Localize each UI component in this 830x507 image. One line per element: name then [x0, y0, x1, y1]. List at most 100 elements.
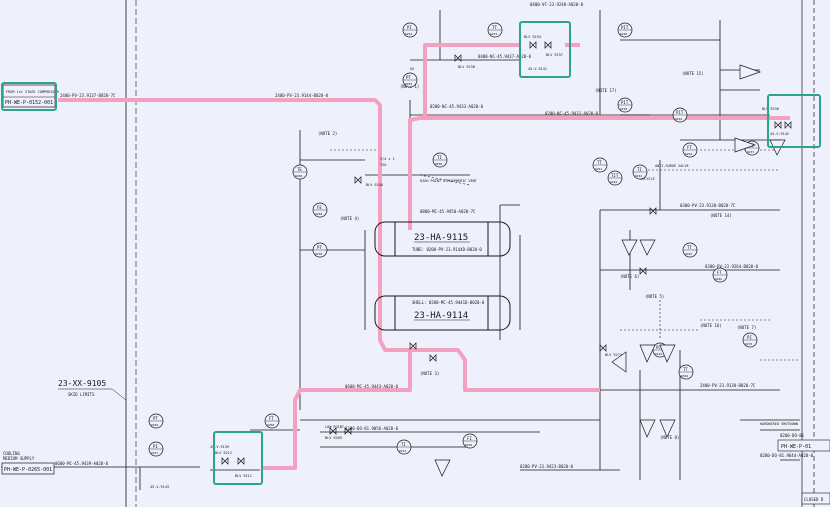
- svg-text:XS: XS: [410, 67, 414, 71]
- svg-text:9270: 9270: [745, 342, 752, 346]
- svg-text:FI: FI: [467, 436, 472, 441]
- svg-text:9245: 9245: [685, 252, 692, 256]
- svg-text:PCV: PCV: [656, 345, 664, 350]
- svg-text:PIT: PIT: [676, 110, 684, 115]
- instrument-bubble: FI 9250: [462, 433, 478, 449]
- valve-symbols: [221, 41, 792, 465]
- svg-text:BLV 9238: BLV 9238: [458, 65, 475, 69]
- svg-text:9238: 9238: [315, 252, 322, 256]
- svg-text:PI: PI: [747, 335, 752, 340]
- svg-text:PH-WE-P-01: PH-WE-P-01: [781, 444, 811, 450]
- svg-text:PI: PI: [407, 25, 412, 30]
- svg-text:45-V-9141: 45-V-9141: [528, 67, 547, 71]
- svg-text:0200-PV-23.9423-B020-0: 0200-PV-23.9423-B020-0: [520, 464, 574, 469]
- svg-text:9258: 9258: [267, 423, 274, 427]
- svg-text:FT: FT: [717, 270, 722, 275]
- svg-text:PIT: PIT: [621, 25, 629, 30]
- svg-text:FE: FE: [317, 205, 322, 210]
- svg-text:(NOTE 3): (NOTE 3): [420, 371, 439, 376]
- instrument-bubble: PIT 9248: [617, 22, 633, 38]
- svg-text:9254: 9254: [405, 32, 412, 36]
- svg-text:TIT: TIT: [611, 173, 619, 178]
- svg-text:CLOSED D: CLOSED D: [804, 497, 824, 502]
- svg-text:9238: 9238: [620, 107, 627, 111]
- offpage-cooling: COOLING MEDIUM SUPPLY PH-WE-P-0265-001: [1, 451, 55, 475]
- svg-text:0200-DO-81.9644-A020-0: 0200-DO-81.9644-A020-0: [760, 453, 814, 458]
- instrument-bubble: FT 9246: [712, 267, 728, 283]
- svg-text:23-XX-9105: 23-XX-9105: [58, 379, 106, 388]
- svg-text:TE: TE: [297, 167, 302, 172]
- svg-text:0600-MC-45.9439-A020-0: 0600-MC-45.9439-A020-0: [55, 461, 109, 466]
- svg-text:(NOTE 14): (NOTE 14): [710, 213, 732, 218]
- svg-text:9251: 9251: [490, 32, 497, 36]
- svg-text:0300-PV-23.9264-B020-0: 0300-PV-23.9264-B020-0: [705, 264, 759, 269]
- svg-text:0400-NC-45.9437-A020-0: 0400-NC-45.9437-A020-0: [478, 54, 532, 59]
- svg-text:HIGH POINT ATMOSPHERIC VENT: HIGH POINT ATMOSPHERIC VENT: [420, 179, 478, 183]
- svg-text:9219: 9219: [655, 352, 662, 356]
- svg-text:PT: PT: [153, 416, 158, 421]
- svg-text:TT: TT: [492, 25, 497, 30]
- svg-text:PT: PT: [317, 245, 322, 250]
- main-process-line: [58, 43, 790, 470]
- highlight-compressor-offpage: [1, 82, 57, 111]
- highlight-top-valve-cluster: [519, 21, 571, 78]
- exchanger-service-top: TUBE: 0200-PV-23.9144D-B020-0: [412, 247, 482, 252]
- svg-text:HARDWIRED SHUTDOWN: HARDWIRED SHUTDOWN: [760, 422, 798, 426]
- svg-text:SKID LIMITS: SKID LIMITS: [68, 392, 95, 397]
- svg-text:0300-PV-23.9138-B020-7C: 0300-PV-23.9138-B020-7C: [680, 203, 736, 208]
- exchanger-tag-top: 23-HA-9115: [414, 233, 468, 243]
- svg-text:9246: 9246: [715, 277, 722, 281]
- svg-text:(NOTE 2): (NOTE 2): [318, 131, 337, 136]
- svg-text:(NOTE 7): (NOTE 7): [737, 325, 756, 330]
- svg-text:9241: 9241: [595, 167, 602, 171]
- svg-text:FT: FT: [269, 416, 274, 421]
- svg-text:0600-MC-45.9443-A020-0: 0600-MC-45.9443-A020-0: [345, 384, 399, 389]
- svg-text:COOLING: COOLING: [3, 451, 20, 456]
- svg-text:9255: 9255: [405, 82, 412, 86]
- svg-text:9248: 9248: [620, 32, 627, 36]
- instrument-bubble: PT 9238: [312, 242, 328, 258]
- svg-text:(NOTE 15): (NOTE 15): [682, 71, 704, 76]
- instrument-bubble: PT 9256: [148, 413, 164, 429]
- svg-text:PIT: PIT: [621, 100, 629, 105]
- instrument-bubble: TT 9241: [592, 157, 608, 173]
- svg-text:TSO: TSO: [380, 163, 386, 167]
- highlight-boxes: [1, 21, 821, 485]
- svg-text:0200-NC-45.9431-A020-0: 0200-NC-45.9431-A020-0: [545, 111, 599, 116]
- svg-text:0200-NC-45.9433-A020-0: 0200-NC-45.9433-A020-0: [430, 104, 484, 109]
- svg-text:PH-WE-P-0152-001: PH-WE-P-0152-001: [5, 100, 53, 106]
- instrument-bubble: TT 9251: [487, 22, 503, 38]
- svg-text:9258: 9258: [315, 212, 322, 216]
- drawing-frame: [125, 0, 815, 507]
- svg-text:9256: 9256: [151, 423, 158, 427]
- svg-text:BLV 9230: BLV 9230: [762, 107, 779, 111]
- skid-limits: 23-XX-9105 SKID LIMITS: [58, 379, 127, 401]
- svg-text:BLV 9240: BLV 9240: [366, 183, 383, 187]
- svg-text:FT: FT: [687, 145, 692, 150]
- svg-text:LOW POINT: LOW POINT: [325, 425, 345, 429]
- svg-text:9244: 9244: [635, 174, 642, 178]
- svg-text:TI: TI: [401, 442, 406, 447]
- svg-text:9213: 9213: [399, 449, 406, 453]
- svg-text:9250: 9250: [465, 443, 472, 447]
- svg-text:0400-VF-23.9248-A020-0: 0400-VF-23.9248-A020-0: [530, 2, 584, 7]
- svg-text:TT: TT: [597, 160, 602, 165]
- svg-text:(NOTE 17): (NOTE 17): [595, 88, 617, 93]
- svg-text:PI: PI: [153, 444, 158, 449]
- valve-tags: BLV 9234 BLV 9237 BLV 9238 BLV 9230 BLV …: [215, 35, 779, 478]
- svg-text:2400-PV-23.9144-B020-0: 2400-PV-23.9144-B020-0: [275, 93, 329, 98]
- offpage-compressor: FROM 1st STAGE COMPRESSOR PH-WE-P-0152-0…: [2, 84, 60, 108]
- exchanger-23-ha-9114: [374, 295, 511, 331]
- pipe-specs: 3/4 x 1 TSO XS 45-V-9139 45-V-9141 45-V-…: [150, 67, 789, 489]
- svg-text:BLV 9237: BLV 9237: [546, 53, 563, 57]
- svg-text:(NOTE 6): (NOTE 6): [620, 274, 639, 279]
